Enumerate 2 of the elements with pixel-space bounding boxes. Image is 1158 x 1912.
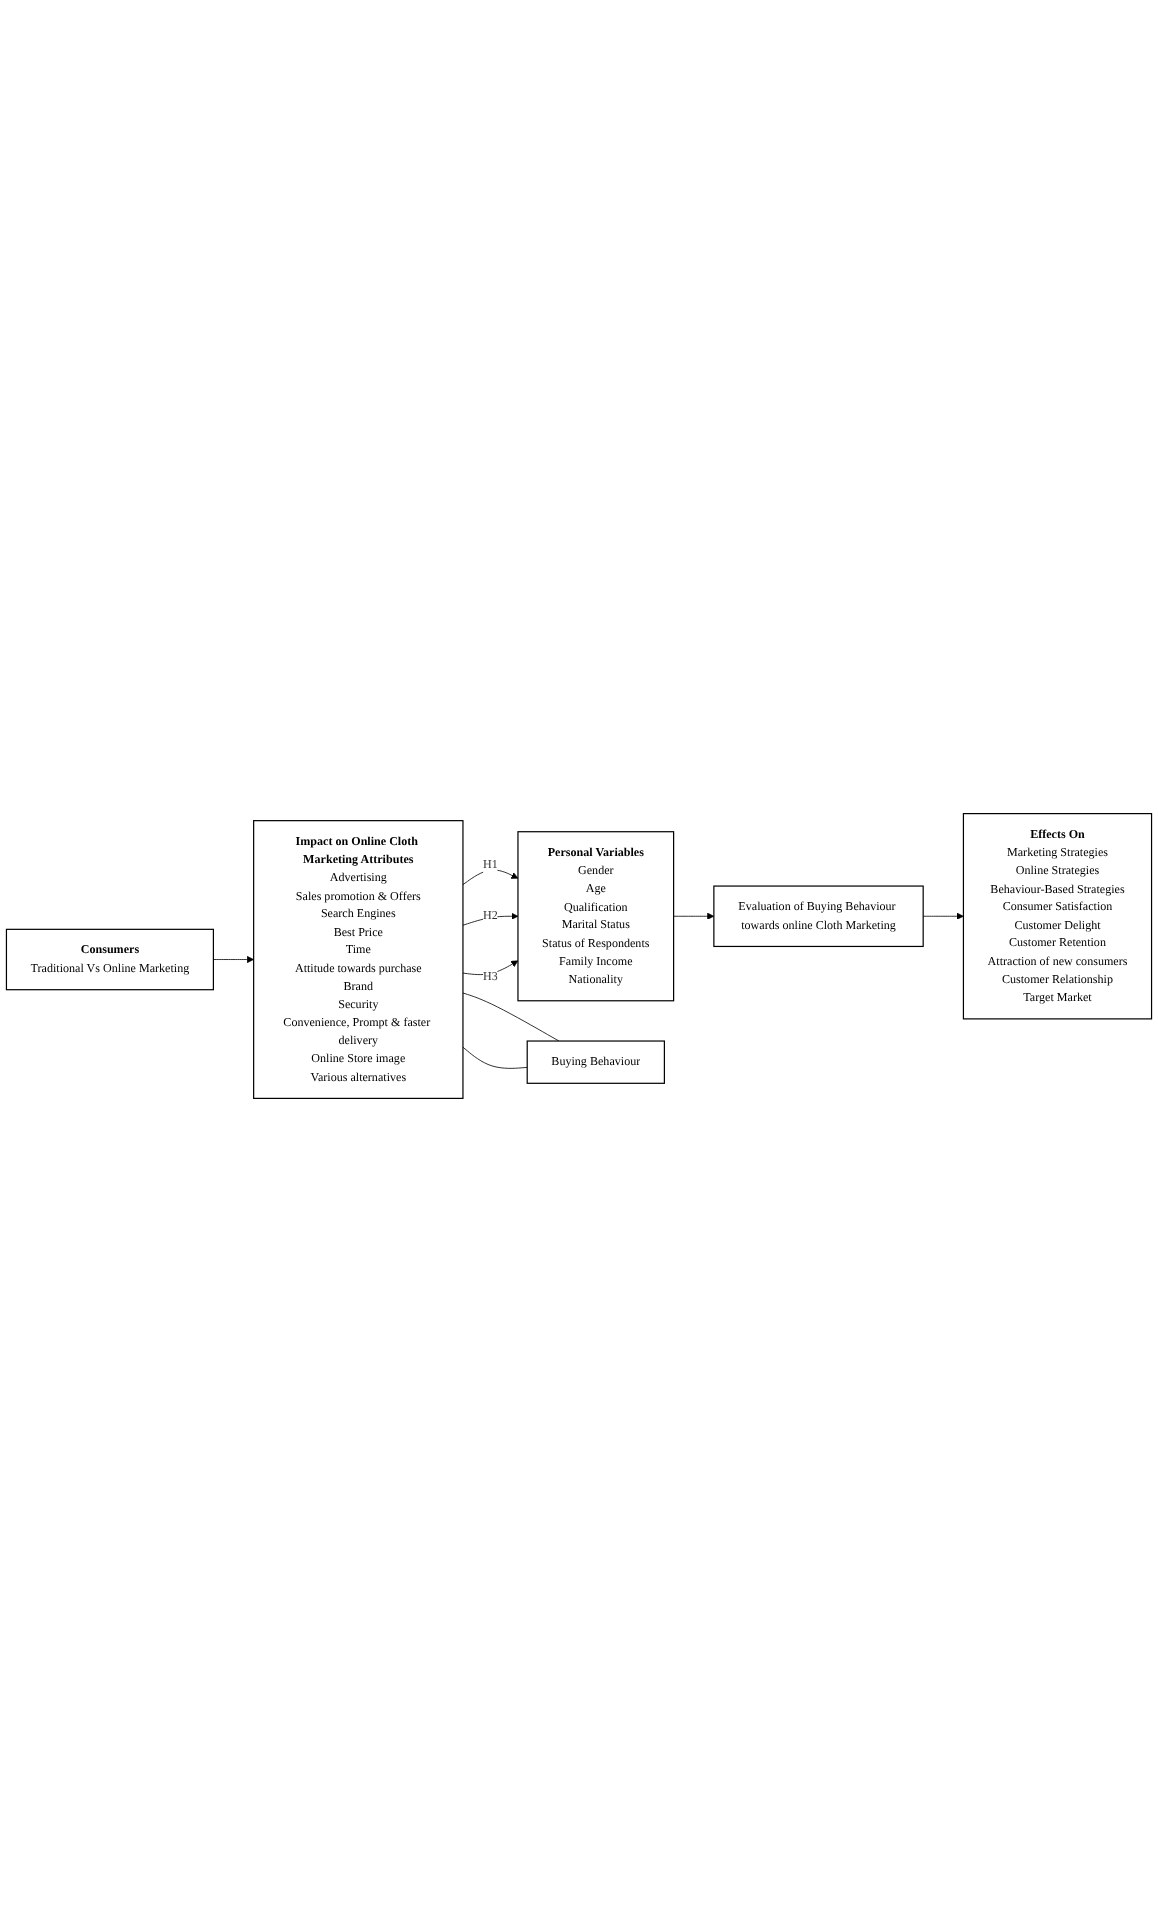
connector: [462, 1046, 528, 1069]
connector: [462, 992, 560, 1042]
